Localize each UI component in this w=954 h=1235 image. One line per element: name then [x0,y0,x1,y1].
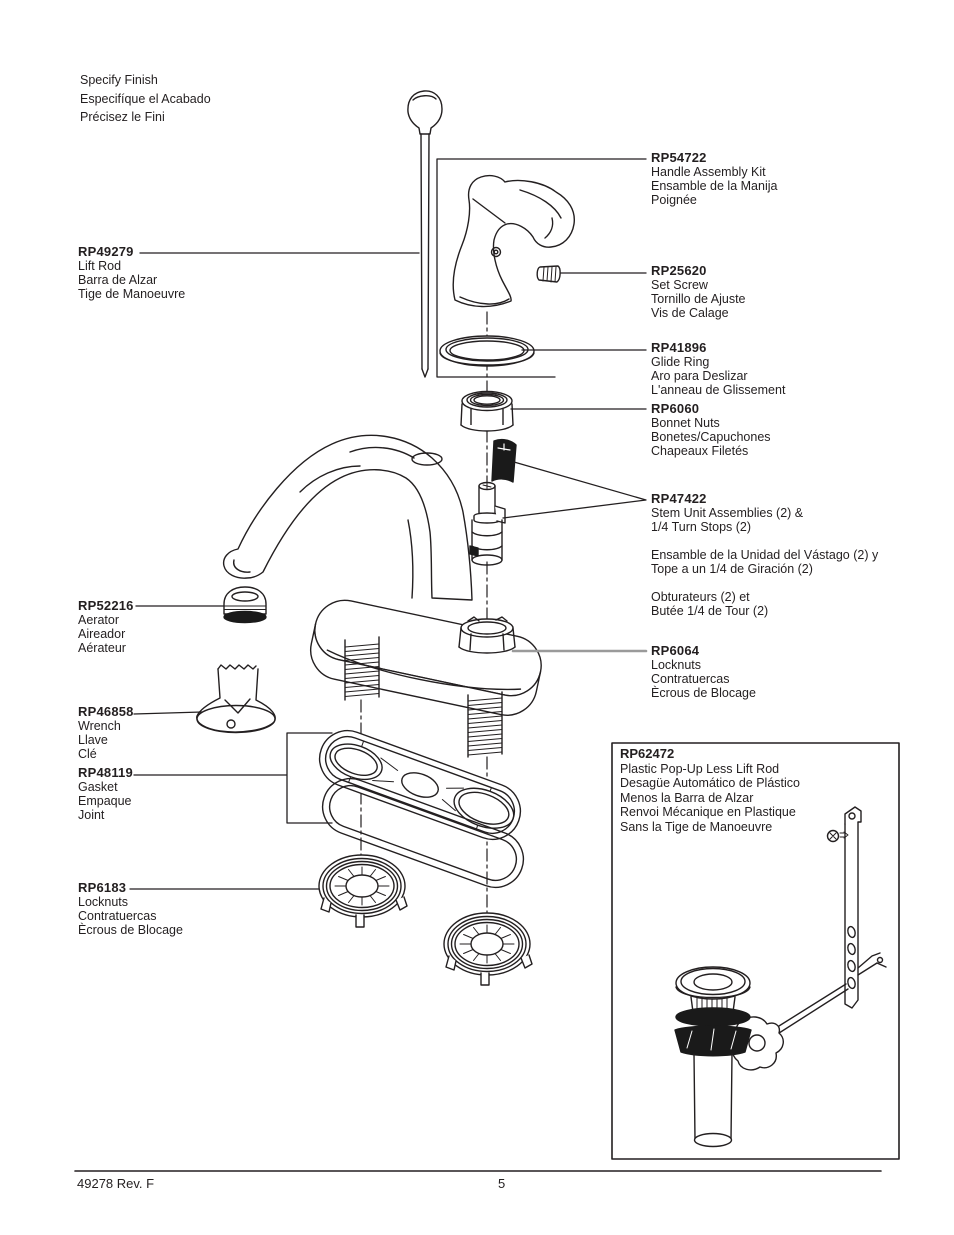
locknut-left-drawing [318,854,408,928]
lift-rod-drawing [407,90,443,378]
aerator-drawing [223,586,267,624]
callout-rp6064: RP6064 Locknuts Contratuercas Ècrous de … [651,643,756,701]
set-screw-drawing [536,265,561,283]
callout-rp48119: RP48119 Gasket Empaque Joint [78,765,133,823]
handle-drawing [452,174,575,308]
left-shank-drawing [344,636,380,701]
stem-cartridge-drawing [469,481,506,566]
gasket-plate-drawing [318,729,522,841]
callout-rp52216: RP52216 Aerator Aireador Aérateur [78,598,134,656]
page-number: 5 [498,1176,506,1191]
right-shank-drawing [467,691,503,758]
callout-rp6183: RP6183 Locknuts Contratuercas Ècrous de … [78,880,183,938]
finish-note-es: Especifíque el Acabado [80,91,211,106]
part-number: RP54722 [651,150,707,165]
faucet-spout-drawing [222,434,473,601]
part-number: RP47422 [651,491,707,506]
part-number: RP25620 [651,263,707,278]
part-number: RP49279 [78,244,134,259]
callout-rp47422: RP47422 Stem Unit Assemblies (2) & 1/4 T… [651,491,879,619]
bonnet-nut-drawing [460,390,514,432]
finish-note-fr: Précisez le Fini [80,110,165,124]
deck-locknut-drawing [458,616,516,654]
part-number: RP6064 [651,643,700,658]
callout-lines [129,158,647,890]
part-number: RP41896 [651,340,707,355]
popup-box [611,742,900,1160]
part-number: RP6060 [651,401,700,416]
finish-note: Specify Finish Especifíque el Acabado Pr… [80,71,211,127]
quarter-turn-stop-drawing [491,438,517,483]
part-number: RP52216 [78,598,134,613]
callout-rp41896: RP41896 Glide Ring Aro para Deslizar L'a… [651,340,786,398]
faucet-deck-drawing [310,599,542,716]
callout-rp62472: RP62472 Plastic Pop-Up Less Lift Rod Des… [620,746,800,834]
popup-drain-drawing [674,806,887,1148]
locknut-right-drawing [443,912,533,986]
part-number: RP46858 [78,704,134,719]
wrench-drawing [196,664,276,734]
part-number: RP6183 [78,880,127,895]
gasket-ring-drawing [321,777,525,889]
callout-rp6060: RP6060 Bonnet Nuts Bonetes/Capuchones Ch… [651,401,771,459]
part-number: RP62472 [620,746,675,761]
document-reference: 49278 Rev. F [77,1176,155,1191]
finish-note-en: Specify Finish [80,73,158,87]
part-number: RP48119 [78,765,133,780]
glide-ring-drawing [439,335,535,367]
callout-rp46858: RP46858 Wrench Llave Clé [78,704,134,762]
callout-rp54722: RP54722 Handle Assembly Kit Ensamble de … [651,150,778,208]
callout-rp25620: RP25620 Set Screw Tornillo de Ajuste Vis… [651,263,746,321]
callout-rp49279: RP49279 Lift Rod Barra de Alzar Tige de … [78,244,186,302]
